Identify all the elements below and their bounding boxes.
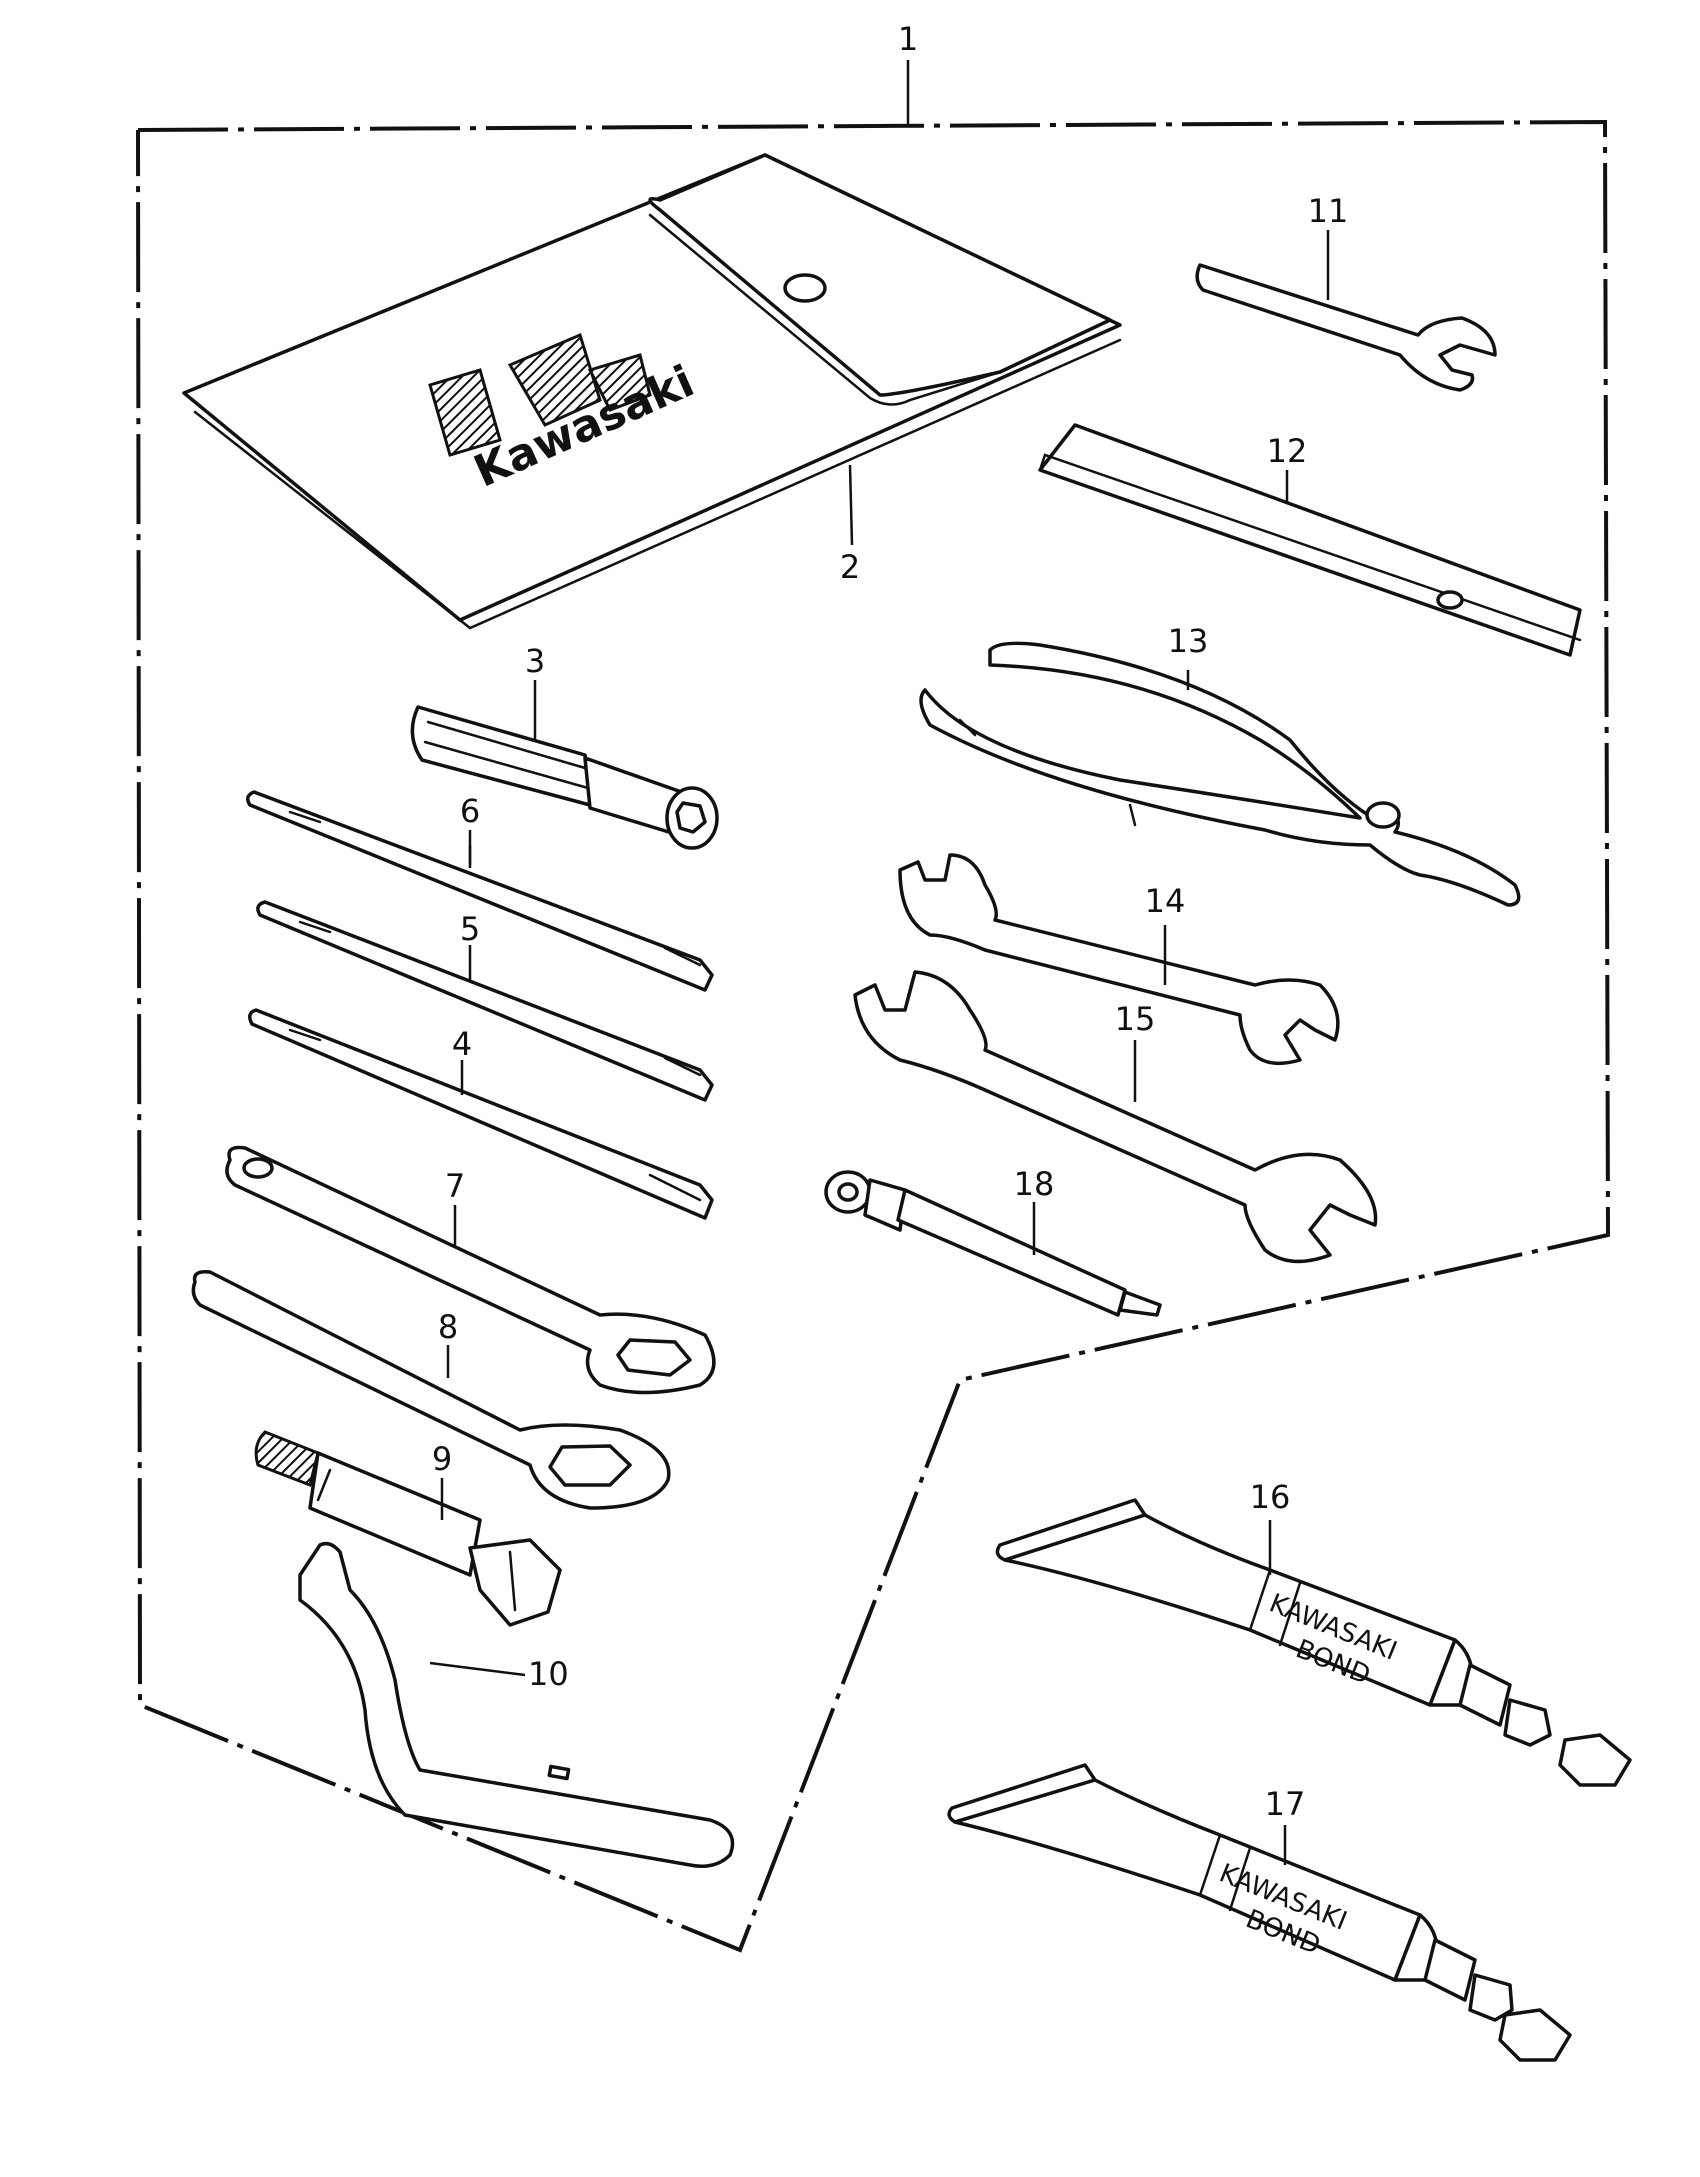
screwdriver-5: 5	[256, 900, 714, 1102]
callout-1: 1	[898, 20, 918, 58]
callout-8: 8	[438, 1308, 458, 1346]
callout-11: 11	[1308, 192, 1349, 230]
kit-frame: 1	[136, 20, 1611, 1953]
box-wrench-7: 7	[225, 1145, 716, 1395]
callout-2: 2	[840, 548, 860, 586]
callout-9: 9	[432, 1440, 452, 1478]
screwdriver-handle: 3	[410, 642, 719, 850]
callout-6: 6	[460, 792, 480, 830]
callout-3: 3	[525, 642, 545, 680]
adjuster-tool-18: 18	[824, 1165, 1162, 1317]
flat-bar-12: 12	[1038, 423, 1582, 657]
callout-12: 12	[1267, 432, 1308, 470]
callout-4: 4	[452, 1025, 472, 1063]
screwdriver-4: 4	[248, 1008, 714, 1220]
tool-pouch: Kawasaki 2	[182, 153, 1122, 630]
kawasaki-logo-mark	[428, 368, 502, 457]
screwdriver-6: 6	[246, 790, 714, 992]
callout-18: 18	[1014, 1165, 1055, 1203]
open-wrench-11: 11	[1195, 192, 1497, 392]
bond-tube-17: KAWASAKI BOND 17	[947, 1763, 1572, 2062]
callout-17: 17	[1265, 1785, 1306, 1823]
callout-10: 10	[528, 1655, 569, 1693]
callout-5: 5	[460, 910, 480, 948]
spark-plug-wrench: 9	[254, 1430, 562, 1627]
kawasaki-logo-mark-2	[507, 332, 602, 427]
pliers-13: 13	[919, 622, 1521, 907]
callout-7: 7	[445, 1167, 465, 1205]
bond-tube-16: KAWASAKI BOND 16	[995, 1478, 1632, 1787]
hook-spanner: 10	[298, 1541, 735, 1868]
open-wrench-15: 15	[853, 970, 1378, 1264]
callout-15: 15	[1115, 1000, 1156, 1038]
box-wrench-8: 8	[191, 1269, 671, 1510]
callout-14: 14	[1145, 882, 1186, 920]
open-wrench-14: 14	[898, 853, 1340, 1066]
callout-16: 16	[1250, 1478, 1291, 1516]
callout-13: 13	[1168, 622, 1209, 660]
